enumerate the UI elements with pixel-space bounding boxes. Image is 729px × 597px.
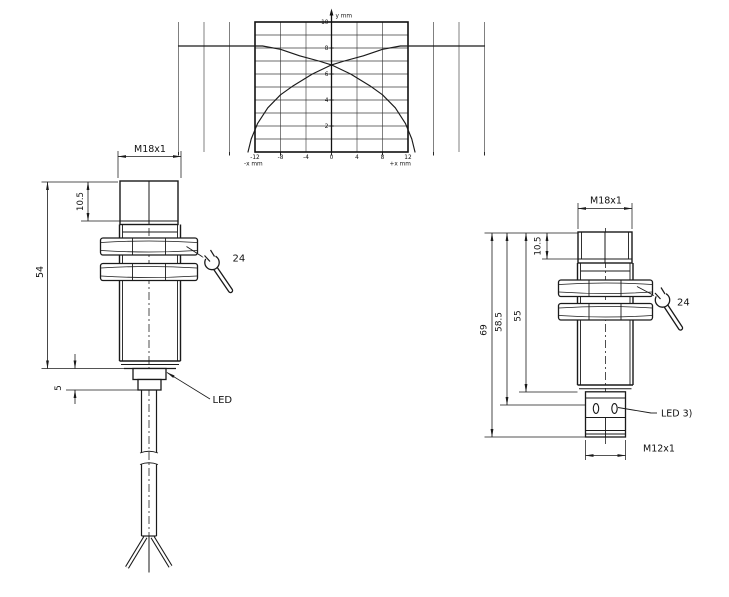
y-tick-label: 2 (325, 124, 329, 130)
dim-head-height: 10.5 (76, 181, 120, 222)
dim-overall-length: 54 (35, 181, 133, 370)
dim-thread-diameter: M18x1 (117, 144, 182, 178)
hex-nut-lower (557, 302, 654, 321)
dim-label-body: 55 (514, 310, 524, 321)
dim-label-head-height: 10.5 (76, 192, 86, 211)
wrench-size-label: 24 (233, 254, 246, 265)
chart-axis (178, 8, 485, 156)
y-tick-label: 6 (325, 72, 329, 78)
x-tick-label: -4 (303, 155, 309, 161)
led-indicator (592, 403, 600, 414)
x-axis-label-negative: -x mm (244, 162, 263, 168)
dim-step-height: 5 (54, 354, 138, 404)
chart-curves (177, 45, 486, 153)
wrench-callout: 24 (636, 286, 690, 331)
led-callout: LED (166, 372, 233, 406)
connector-thread-label: M12x1 (643, 444, 675, 455)
y-axis-label: y mm (336, 14, 353, 20)
led-callout: LED 3) (617, 407, 692, 420)
dim-label-step-height: 5 (54, 385, 64, 391)
y-tick-label: 8 (325, 46, 329, 52)
led-label: LED (213, 395, 233, 406)
thread-label: M18x1 (590, 196, 622, 207)
dim-connector-thread: M12x1 (584, 440, 675, 460)
x-axis-label-positive: +x mm (390, 162, 412, 168)
led-indicator (611, 403, 618, 414)
response-curve-from-left (177, 45, 416, 153)
cable (125, 390, 173, 573)
y-axis-arrow (329, 8, 334, 16)
cable-wires (125, 535, 173, 573)
chart-tick-labels: -12 -8 -4 0 4 8 12 2 4 6 8 10 (250, 20, 412, 161)
dim-label-head-height: 10.5 (534, 237, 544, 256)
dim-label-overall: 69 (480, 324, 490, 336)
hex-nut-upper (99, 237, 199, 256)
x-tick-label: -8 (278, 155, 284, 161)
wrench-callout: 24 (186, 246, 246, 294)
connector-body (584, 391, 627, 438)
x-tick-label: 8 (381, 155, 385, 161)
sensor-head (577, 231, 633, 264)
wrench-icon (202, 248, 234, 294)
y-tick-label: 10 (321, 20, 329, 26)
dim-label-to-led: 58.5 (495, 312, 505, 332)
cable-gland (132, 367, 167, 391)
x-tick-label: 12 (404, 155, 412, 161)
sensing-chart: -12 -8 -4 0 4 8 12 2 4 6 8 10 y mm -x mm… (177, 8, 486, 168)
dim-thread-diameter: M18x1 (577, 196, 633, 229)
x-tick-label: 0 (330, 155, 334, 161)
y-tick-label: 4 (325, 98, 329, 104)
sensor-head (119, 180, 179, 226)
hex-nut-lower (99, 262, 199, 282)
left-sensor-drawing: M18x1 (35, 144, 246, 573)
dim-label-overall: 54 (35, 266, 46, 278)
x-tick-label: -12 (250, 155, 260, 161)
thread-label: M18x1 (134, 144, 166, 155)
response-curve-from-right (247, 45, 486, 153)
hex-nut-upper (557, 279, 654, 298)
wrench-icon (653, 286, 684, 331)
led-label: LED 3) (661, 409, 692, 420)
x-tick-label: 4 (355, 155, 359, 161)
dim-stack: 69 58.5 55 10.5 (480, 232, 586, 438)
right-sensor-drawing: M18x1 (480, 196, 692, 460)
wrench-size-label: 24 (677, 298, 690, 309)
